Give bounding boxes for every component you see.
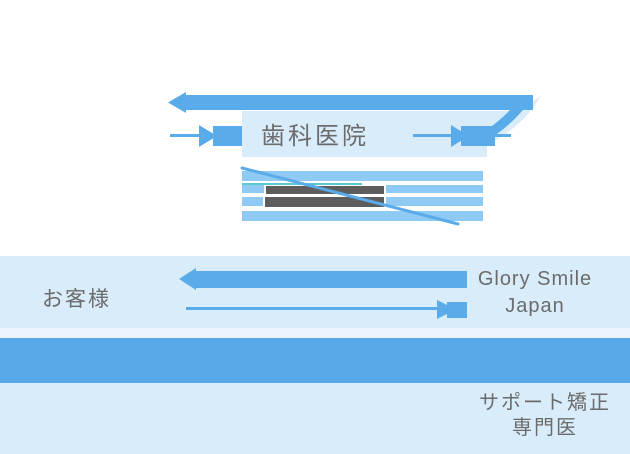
- specialist-row-panel: [0, 383, 630, 454]
- clinic-out-arrow-shaft: [413, 134, 458, 137]
- support-specialist-label: サポート矯正 専門医: [450, 391, 630, 441]
- customer-row-panel: [0, 256, 630, 328]
- clinic-in-arrow-head: [199, 125, 217, 147]
- clinic-out-arrow-band: [461, 126, 495, 146]
- company-label-line2: Japan: [505, 295, 565, 317]
- company-label: Glory Smile Japan: [455, 266, 615, 320]
- customer-to-company-arrow-shaft: [186, 307, 440, 310]
- company-specialist-band: [0, 338, 630, 383]
- support-specialist-label-line2: 専門医: [512, 417, 578, 439]
- dental-clinic-label: 歯科医院: [261, 123, 369, 150]
- stripe-row-2-right: [386, 185, 483, 193]
- stripe-row-4: [242, 211, 483, 221]
- cancel-slash-line: [240, 166, 460, 226]
- support-specialist-label-line1: サポート矯正: [479, 392, 611, 414]
- clinic-out-arrow-head: [451, 125, 469, 147]
- stripe-row-3-left: [242, 197, 263, 206]
- company-to-customer-arrow-body: [196, 271, 467, 288]
- company-to-customer-arrow-head: [179, 268, 196, 290]
- clinic-in-arrow-band: [213, 126, 242, 146]
- stripe-row-3-right: [386, 197, 483, 206]
- cancelled-stripes-graphic: [240, 166, 483, 226]
- clinic-top-arrow-head: [168, 92, 186, 113]
- stripe-row-1: [242, 171, 483, 181]
- stripe-row-3-gray-bar: [265, 197, 384, 207]
- customer-row-lower-strip: [0, 328, 630, 338]
- stripe-row-2-left: [242, 185, 264, 193]
- clinic-out-arrow-tail: [495, 134, 511, 137]
- clinic-top-arrow-body: [186, 95, 533, 110]
- customer-to-company-arrow-band: [447, 302, 467, 318]
- customer-to-company-arrow-head: [437, 300, 456, 319]
- clinic-in-arrow-shaft: [170, 134, 203, 137]
- customer-label: お客様: [42, 288, 111, 311]
- company-label-line1: Glory Smile: [477, 268, 593, 290]
